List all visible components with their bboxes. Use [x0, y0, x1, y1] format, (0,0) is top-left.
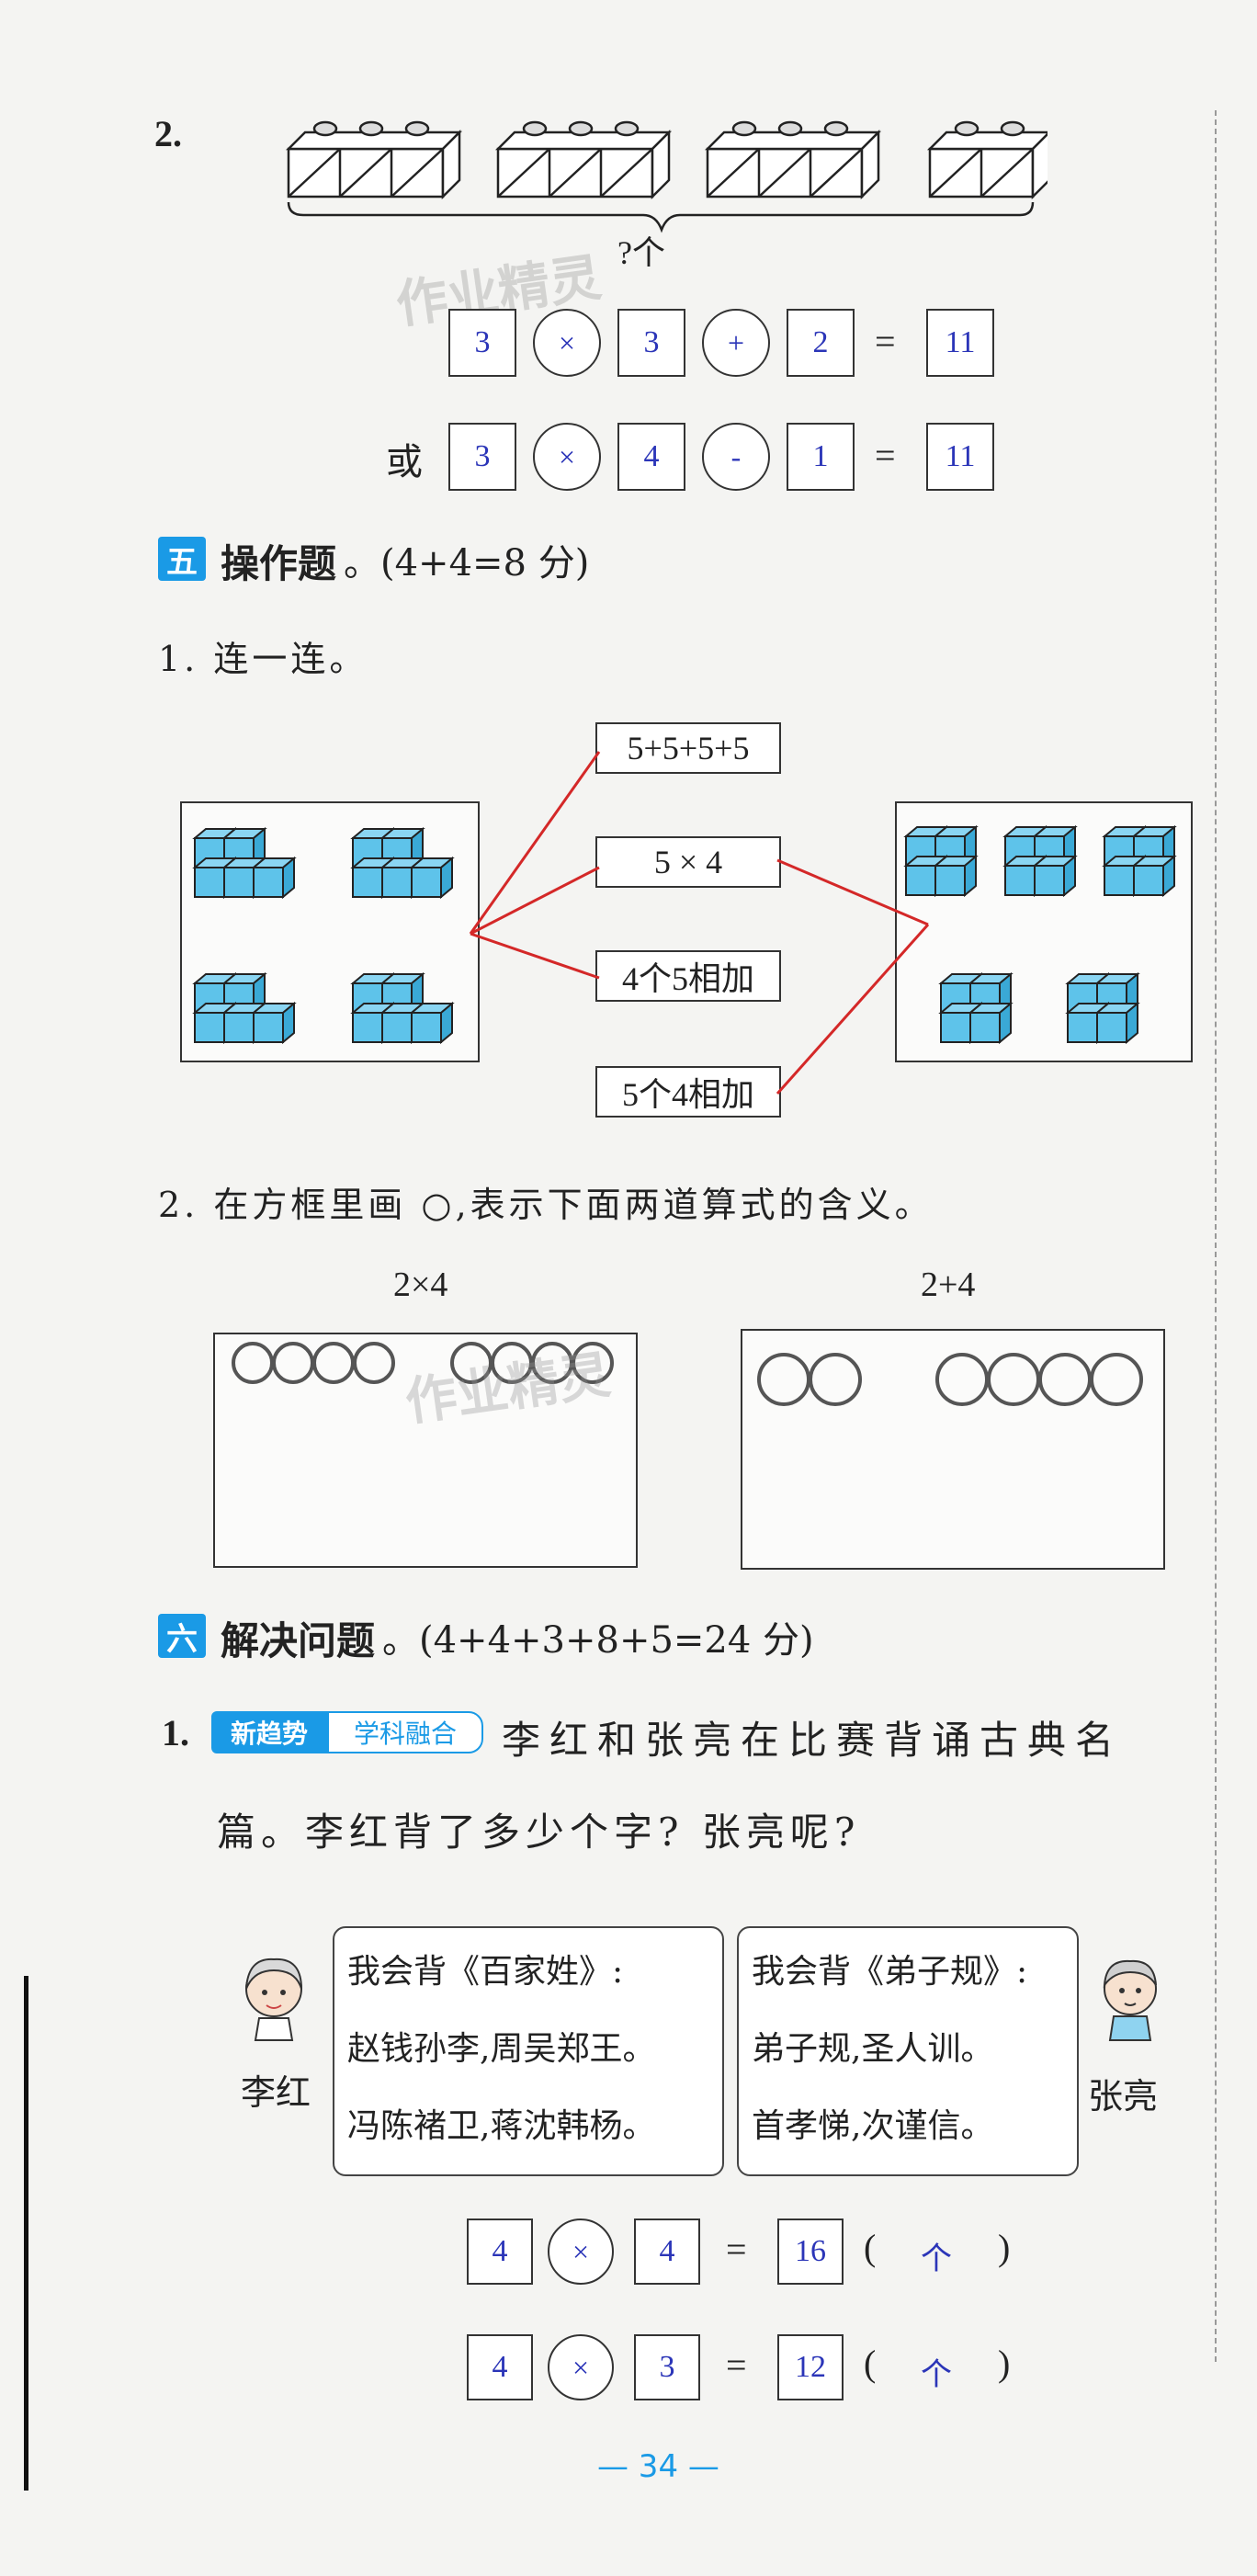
eq2-a: 3 [448, 423, 516, 491]
expression-left: 2×4 [393, 1265, 448, 1304]
eq1-equals: = [875, 321, 896, 362]
drawn-circle [353, 1342, 395, 1384]
person-label-left: 李红 [241, 2072, 311, 2113]
speech-bubble-right: 我会背《弟子规》: 弟子规,圣人训。 首孝悌,次谨信。 [737, 1926, 1079, 2176]
ans1-b: 4 [634, 2219, 700, 2285]
section-title: 操作题 [221, 541, 337, 586]
or-label: 或 [386, 441, 423, 483]
page-number: — 34 — [597, 2448, 719, 2485]
ans2-unit: 个 [921, 2356, 952, 2393]
drawn-circle [232, 1342, 274, 1384]
bubble-line: 赵钱孙李,周吴郑王。 [347, 2030, 656, 2068]
draw-frame-left [213, 1333, 638, 1568]
ans2-op: × [548, 2334, 614, 2400]
eq2-result: 11 [926, 423, 994, 491]
tag-new-trend: 新趋势 [211, 1711, 327, 1753]
girl-avatar [245, 1958, 302, 2041]
drawn-circle [757, 1353, 810, 1406]
bubble-line: 我会背《百家姓》: [347, 1953, 624, 1991]
eq1-c: 2 [787, 309, 855, 377]
eq1-op1: × [533, 309, 601, 377]
brace-label: ?个 [617, 234, 665, 271]
boy-avatar [1103, 1959, 1157, 2041]
question-number: 1. [162, 1712, 189, 1753]
ans2-a: 4 [467, 2334, 533, 2400]
drawn-circle [987, 1353, 1040, 1406]
ans1-unit: 个 [921, 2241, 952, 2277]
drawn-circle [1090, 1353, 1143, 1406]
draw-frame-right [741, 1329, 1165, 1570]
drawn-circle [935, 1353, 989, 1406]
section-score: 。(4+4+3+8+5=24 分) [382, 1619, 814, 1662]
ans2-equals: = [726, 2344, 747, 2386]
section-badge: 五 [158, 537, 206, 581]
eq2-op1: × [533, 423, 601, 491]
ans1-a: 4 [467, 2219, 533, 2285]
ans2-open-paren: ( [864, 2343, 877, 2384]
option-box: 4个5相加 [595, 950, 781, 1002]
ans1-close-paren: ) [998, 2227, 1011, 2268]
drawn-circle [572, 1342, 614, 1384]
bubble-line: 弟子规,圣人训。 [752, 2030, 994, 2068]
question-label: 1. 连一连。 [158, 639, 368, 679]
ans1-op: × [548, 2219, 614, 2285]
box-groups-illustration [285, 120, 1048, 233]
right-cube-frame [895, 801, 1193, 1062]
bubble-line: 首孝悌,次谨信。 [752, 2107, 994, 2145]
person-label-right: 张亮 [1088, 2076, 1159, 2116]
option-box: 5个4相加 [595, 1066, 781, 1118]
eq2-equals: = [875, 435, 896, 476]
margin-line [1215, 110, 1217, 2362]
tag-subject-fusion: 学科融合 [327, 1711, 483, 1753]
speech-bubble-left: 我会背《百家姓》: 赵钱孙李,周吴郑王。 冯陈褚卫,蒋沈韩杨。 [333, 1926, 724, 2176]
ans2-close-paren: ) [998, 2343, 1011, 2384]
section-title: 解决问题 [221, 1618, 376, 1663]
drawn-circle [1038, 1353, 1092, 1406]
drawn-circle [809, 1353, 862, 1406]
connection-lines [469, 751, 930, 1095]
question-number: 2. [154, 113, 182, 154]
question-label: 2. 在方框里画 ○,表示下面两道算式的含义。 [158, 1185, 934, 1225]
scan-edge [24, 1976, 28, 2491]
eq1-result: 11 [926, 309, 994, 377]
expression-right: 2+4 [921, 1265, 976, 1304]
drawn-circle [312, 1342, 355, 1384]
left-cube-frame [180, 801, 480, 1062]
ans1-open-paren: ( [864, 2227, 877, 2268]
eq1-a: 3 [448, 309, 516, 377]
ans1-equals: = [726, 2229, 747, 2270]
ans2-b: 3 [634, 2334, 700, 2400]
bubble-line: 我会背《弟子规》: [752, 1953, 1028, 1991]
drawn-circle [272, 1342, 314, 1384]
eq1-b: 3 [617, 309, 685, 377]
ans2-result: 12 [777, 2334, 844, 2400]
option-box: 5 × 4 [595, 836, 781, 888]
ans1-result: 16 [777, 2219, 844, 2285]
question-text: 李红和张亮在比赛背诵古典名 [502, 1718, 1124, 1763]
eq1-op2: + [702, 309, 770, 377]
bubble-line: 冯陈褚卫,蒋沈韩杨。 [347, 2107, 656, 2145]
eq2-op2: - [702, 423, 770, 491]
question-text: 篇。李红背了多少个字? 张亮呢? [217, 1810, 861, 1855]
eq2-b: 4 [617, 423, 685, 491]
option-box: 5+5+5+5 [595, 722, 781, 774]
section-score: 。(4+4=8 分) [344, 542, 590, 584]
section-badge: 六 [158, 1614, 206, 1658]
eq2-c: 1 [787, 423, 855, 491]
